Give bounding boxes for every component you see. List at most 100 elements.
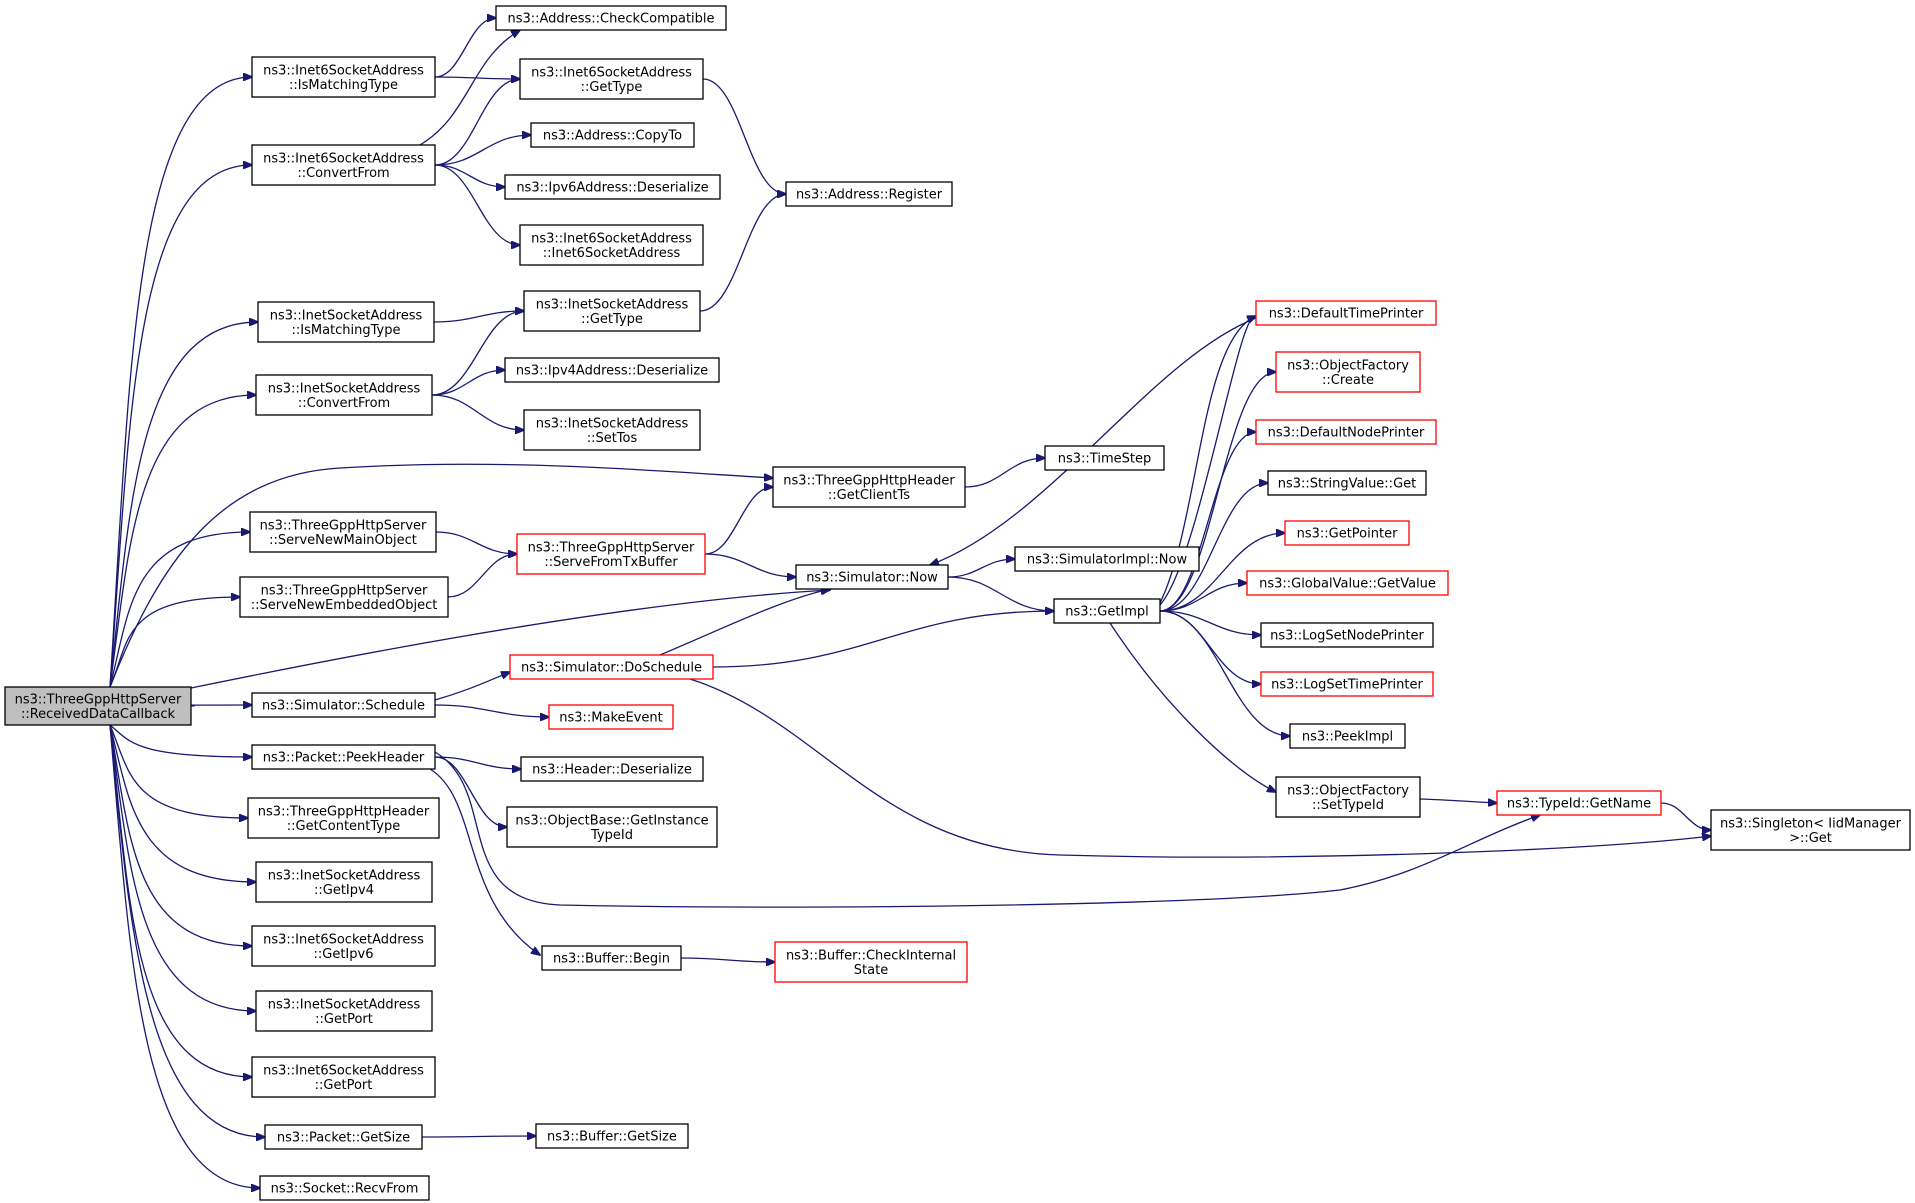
edge-inet_convertfrom-to-ipv4_deser (431, 370, 505, 396)
edge-path (947, 576, 1054, 611)
edge-layer (109, 18, 1711, 1188)
node-label-line: ns3::Buffer::Begin (553, 952, 670, 967)
node-serve_main[interactable]: ns3::ThreeGppHttpServer::ServeNewMainObj… (249, 511, 437, 553)
edge-typeid_getname-to-singleton_get (1660, 802, 1711, 830)
node-label-line: State (854, 963, 888, 978)
edge-root-to-packet_getsize (109, 724, 265, 1137)
edge-path (1159, 610, 1261, 684)
edge-buffer_begin-to-buffer_checkinternal (680, 957, 775, 962)
node-ipv4_deser[interactable]: ns3::Ipv4Address::Deserialize (504, 357, 720, 383)
node-addr_register[interactable]: ns3::Address::Register (785, 181, 953, 207)
node-label-line: ns3::Ipv6Address::Deserialize (516, 181, 708, 196)
node-label-line: TypeId (590, 828, 633, 843)
node-box (251, 1056, 436, 1098)
node-label-line: ns3::Ipv4Address::Deserialize (516, 364, 708, 379)
node-doschedule[interactable]: ns3::Simulator::DoSchedule (509, 654, 714, 680)
edge-path (680, 957, 775, 962)
node-getimpl[interactable]: ns3::GetImpl (1053, 598, 1161, 624)
edge-path (109, 463, 773, 688)
node-objfactory_create[interactable]: ns3::ObjectFactory::Create (1275, 351, 1421, 393)
node-label-line: ns3::MakeEvent (559, 711, 663, 726)
node-label-line: ns3::InetSocketAddress (268, 868, 421, 883)
node-label-line: ::ServeNewMainObject (269, 533, 417, 548)
edge-doschedule-to-singleton_get (689, 678, 1711, 858)
node-box (1275, 351, 1421, 393)
edge-path (429, 768, 540, 955)
node-singleton_get[interactable]: ns3::Singleton< IidManager >::Get (1710, 809, 1911, 851)
node-inet6_ctor[interactable]: ns3::Inet6SocketAddress::Inet6SocketAddr… (519, 224, 704, 266)
node-timestep[interactable]: ns3::TimeStep (1044, 445, 1165, 471)
node-label-line: ns3::DefaultTimePrinter (1269, 307, 1424, 322)
edge-path (431, 370, 505, 396)
node-packet_getsize[interactable]: ns3::Packet::GetSize (264, 1124, 423, 1150)
edge-path (435, 531, 517, 554)
node-inet_getipv4[interactable]: ns3::InetSocketAddress::GetIpv4 (255, 861, 433, 903)
node-defaultnodeprinter[interactable]: ns3::DefaultNodePrinter (1255, 419, 1437, 445)
node-inet_getport[interactable]: ns3::InetSocketAddress::GetPort (255, 990, 433, 1032)
edge-path (1159, 533, 1285, 612)
node-addr_copyto[interactable]: ns3::Address::CopyTo (530, 122, 695, 148)
node-getclientts[interactable]: ns3::ThreeGppHttpHeader::GetClientTs (772, 466, 966, 508)
node-inet6_convertfrom[interactable]: ns3::Inet6SocketAddress::ConvertFrom (251, 144, 436, 186)
node-box (785, 181, 953, 207)
node-logsetnodeprinter[interactable]: ns3::LogSetNodePrinter (1260, 622, 1434, 648)
node-serve_embedded[interactable]: ns3::ThreeGppHttpServer::ServeNewEmbedde… (239, 576, 449, 618)
node-label-line: ns3::ThreeGppHttpServer (261, 583, 428, 598)
edge-path (109, 395, 256, 688)
node-box (249, 511, 437, 553)
edge-getimpl-to-peekimpl (1159, 610, 1290, 736)
node-label-line: ::GetIpv6 (314, 947, 374, 962)
edge-root-to-inet_getipv4 (109, 724, 256, 882)
node-box (519, 224, 704, 266)
node-makeevent[interactable]: ns3::MakeEvent (548, 704, 674, 730)
node-inet_convertfrom[interactable]: ns3::InetSocketAddress::ConvertFrom (255, 374, 433, 416)
edge-sim_now-to-simimpl_now (947, 559, 1015, 578)
edge-path (431, 311, 524, 396)
node-inet6_getport[interactable]: ns3::Inet6SocketAddress::GetPort (251, 1056, 436, 1098)
node-globalvalue_getvalue[interactable]: ns3::GlobalValue::GetValue (1246, 570, 1449, 596)
node-label-line: ns3::ThreeGppHttpHeader (783, 473, 955, 488)
node-addr_checkcompat[interactable]: ns3::Address::CheckCompatible (495, 5, 727, 31)
node-label-line: ::SetTos (587, 431, 638, 446)
node-servefromtx[interactable]: ns3::ThreeGppHttpServer::ServeFromTxBuff… (516, 533, 706, 575)
node-inet_settos[interactable]: ns3::InetSocketAddress::SetTos (523, 409, 701, 451)
edge-path (109, 322, 258, 688)
node-simimpl_now[interactable]: ns3::SimulatorImpl::Now (1014, 546, 1200, 572)
node-inet_ismatching[interactable]: ns3::InetSocketAddress::IsMatchingType (257, 301, 435, 343)
node-label-line: ns3::SimulatorImpl::Now (1027, 553, 1188, 568)
node-logsettimeprinter[interactable]: ns3::LogSetTimePrinter (1260, 671, 1434, 697)
edge-sim_schedule-to-doschedule (434, 672, 510, 701)
node-label-line: ns3::LogSetNodePrinter (1270, 629, 1424, 644)
node-peekheader[interactable]: ns3::Packet::PeekHeader (251, 744, 436, 770)
node-peekimpl[interactable]: ns3::PeekImpl (1289, 723, 1406, 749)
node-inet6_ismatching[interactable]: ns3::Inet6SocketAddress::IsMatchingType (251, 56, 436, 98)
node-box (1053, 598, 1161, 624)
node-inet6_gettype[interactable]: ns3::Inet6SocketAddress::GetType (519, 58, 704, 100)
node-sim_now[interactable]: ns3::Simulator::Now (795, 564, 949, 590)
node-buffer_begin[interactable]: ns3::Buffer::Begin (541, 945, 682, 971)
node-label-line: ns3::StringValue::Get (1278, 477, 1416, 492)
node-box (251, 692, 436, 718)
node-socket_recvfrom[interactable]: ns3::Socket::RecvFrom (259, 1175, 430, 1201)
node-root[interactable]: ns3::ThreeGppHttpServer::ReceivedDataCal… (4, 686, 192, 726)
node-ipv6_deser[interactable]: ns3::Ipv6Address::Deserialize (504, 174, 721, 200)
node-inet_gettype[interactable]: ns3::InetSocketAddress::GetType (523, 290, 701, 332)
node-buffer_getsize[interactable]: ns3::Buffer::GetSize (535, 1123, 689, 1149)
edge-path (109, 724, 252, 946)
node-box (259, 1175, 430, 1201)
edge-servefromtx-to-getclientts (704, 487, 773, 555)
node-objfactory_settypeid[interactable]: ns3::ObjectFactory::SetTypeId (1275, 776, 1421, 818)
node-typeid_getname[interactable]: ns3::TypeId::GetName (1496, 790, 1662, 816)
node-sim_schedule[interactable]: ns3::Simulator::Schedule (251, 692, 436, 718)
node-defaulttimeprinter[interactable]: ns3::DefaultTimePrinter (1255, 300, 1437, 326)
node-getpointer[interactable]: ns3::GetPointer (1284, 520, 1410, 546)
node-box (1710, 809, 1911, 851)
node-label-line: ns3::Address::Register (796, 188, 943, 203)
node-getcontenttype[interactable]: ns3::ThreeGppHttpHeader::GetContentType (247, 797, 440, 839)
node-stringvalue_get[interactable]: ns3::StringValue::Get (1267, 470, 1427, 496)
node-label-line: ::Create (1322, 373, 1374, 388)
node-header_deser[interactable]: ns3::Header::Deserialize (520, 756, 704, 782)
node-inet6_getipv6[interactable]: ns3::Inet6SocketAddress::GetIpv6 (251, 925, 436, 967)
